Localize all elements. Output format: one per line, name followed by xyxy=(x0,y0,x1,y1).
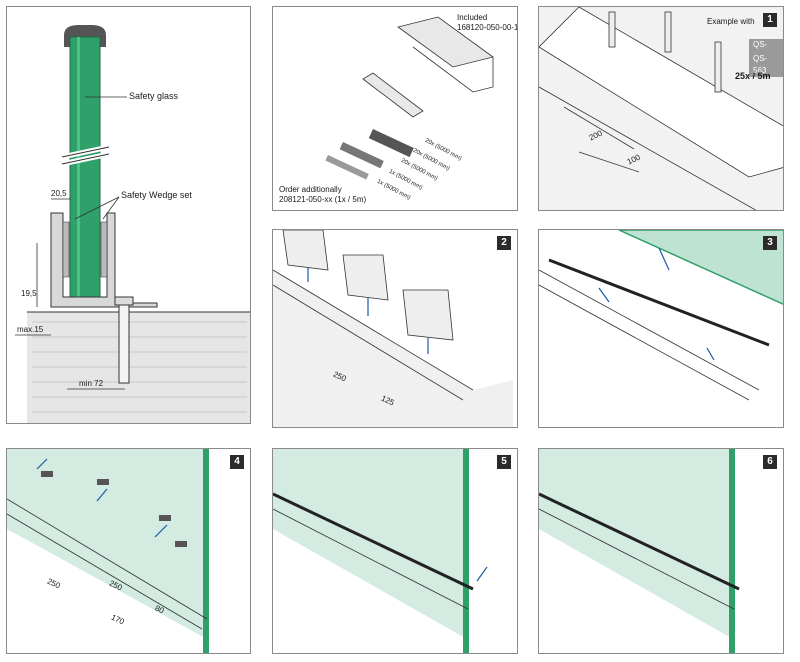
step-5-drawing xyxy=(273,449,488,653)
dim-20-5: 20,5 xyxy=(51,189,67,198)
step-1-panel: 1 Example with QS-562 QS-563 25x / 5m 20… xyxy=(538,6,784,211)
step-4-panel: 4 250 250 170 80 xyxy=(6,448,251,654)
safety-glass-label: Safety glass xyxy=(129,91,179,101)
step-2-panel: 2 250 125 xyxy=(272,229,518,428)
step-number-2: 2 xyxy=(497,236,511,250)
order-additionally-label: Order additionally xyxy=(279,185,342,194)
step-number-3: 3 xyxy=(763,236,777,250)
step-number-5: 5 xyxy=(497,455,511,469)
step-5-panel: 5 xyxy=(272,448,518,654)
step-number-1: 1 xyxy=(763,13,777,27)
example-with-label: Example with xyxy=(707,17,755,26)
step-6-drawing xyxy=(539,449,740,653)
step-3-panel: 3 xyxy=(538,229,784,428)
quantity-label: 25x / 5m xyxy=(735,71,771,81)
cross-section-drawing xyxy=(15,25,250,423)
cross-section-panel: Safety glass Safety Wedge set 20,5 19,5 … xyxy=(6,6,251,424)
step-number-6: 6 xyxy=(763,455,777,469)
step-2-drawing xyxy=(273,230,513,427)
dim-min72: min 72 xyxy=(79,379,104,388)
parts-panel: Included 168120-050-00-18 Order addition… xyxy=(272,6,518,211)
step-3-drawing xyxy=(539,230,783,401)
included-code: 168120-050-00-18 xyxy=(457,23,518,32)
step-4-drawing xyxy=(7,449,209,653)
step-number-4: 4 xyxy=(230,455,244,469)
parts-drawing xyxy=(325,16,494,180)
included-label: Included xyxy=(457,13,488,22)
product-tag-2: QS-563 xyxy=(749,53,783,77)
dim-max15: max.15 xyxy=(17,325,44,334)
step-1-drawing xyxy=(539,7,783,210)
order-code: 208121-050-xx (1x / 5m) xyxy=(279,195,367,204)
dim-19-5: 19,5 xyxy=(21,289,37,298)
step-6-panel: 6 xyxy=(538,448,784,654)
safety-wedge-set-label: Safety Wedge set xyxy=(121,190,192,200)
